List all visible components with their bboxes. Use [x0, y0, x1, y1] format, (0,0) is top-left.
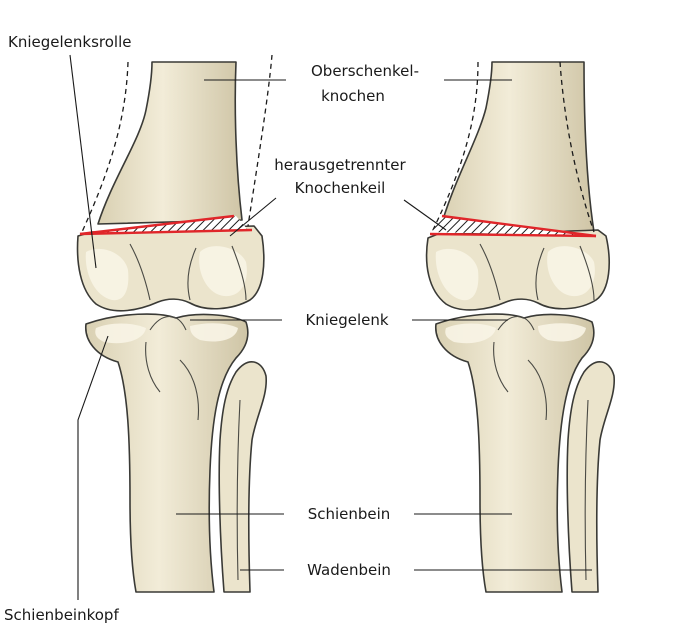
- label-keil-line2: Knochenkeil: [295, 179, 386, 197]
- label-keil-line1: herausgetrennter: [274, 156, 406, 174]
- right-knee: [427, 62, 615, 592]
- label-wadenbein: Wadenbein: [307, 561, 391, 579]
- left-femur-shaft: [98, 62, 242, 224]
- leader-keil-right: [404, 200, 446, 230]
- leader-schienbeinkopf: [78, 336, 108, 600]
- left-fibula: [219, 362, 266, 592]
- label-kniegelenksrolle: Kniegelenksrolle: [8, 33, 131, 51]
- label-kniegelenk: Kniegelenk: [305, 311, 388, 329]
- right-fibula: [567, 362, 614, 592]
- label-schienbein: Schienbein: [308, 505, 391, 523]
- label-schienbeinkopf: Schienbeinkopf: [4, 606, 119, 624]
- label-oberschenkelknochen-line1: Oberschenkel-: [311, 62, 419, 80]
- left-knee: [78, 55, 272, 592]
- label-oberschenkelknochen-line2: knochen: [321, 87, 385, 105]
